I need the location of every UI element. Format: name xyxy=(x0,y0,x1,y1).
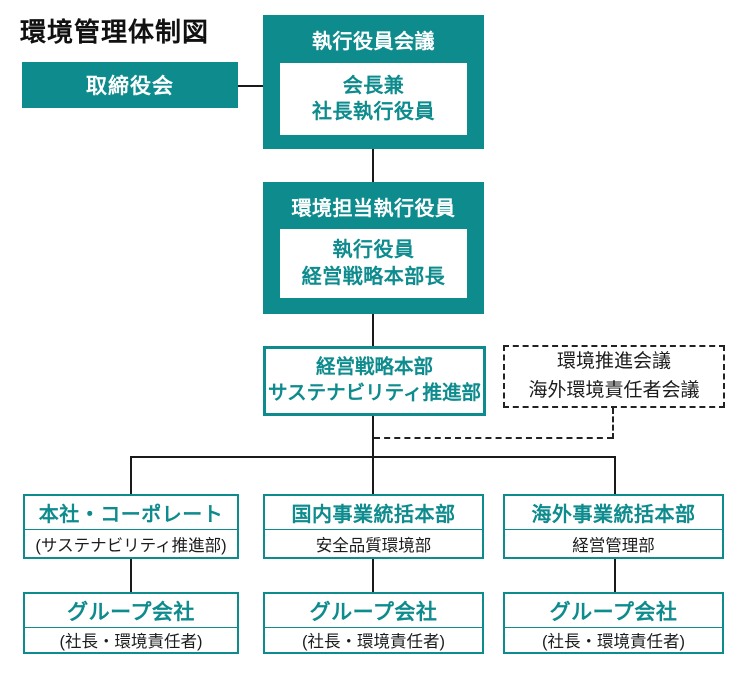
environment-executive-role-line1: 執行役員 xyxy=(332,239,415,262)
strategy-division-line2: サステナビリティ推進部 xyxy=(268,382,481,404)
environment-executive-title: 環境担当執行役員 xyxy=(291,197,456,220)
councils-line2: 海外環境責任者会議 xyxy=(528,379,700,401)
board-label: 取締役会 xyxy=(86,75,174,98)
node-branch-headquarters: 本社・コーポレート (サステナビリティ推進部) xyxy=(23,494,239,559)
node-group-company-2: グループ会社 (社長・環境責任者) xyxy=(263,592,484,654)
connector-branch3-to-group3 xyxy=(614,559,616,592)
connector-board-to-exec xyxy=(238,85,263,87)
connector-drop-branch-1 xyxy=(130,456,132,494)
group-company-1-title: グループ会社 xyxy=(25,594,237,628)
branch-overseas-title: 海外事業統括本部 xyxy=(505,496,722,530)
page-title: 環境管理体制図 xyxy=(20,17,210,47)
councils-line1: 環境推進会議 xyxy=(556,351,671,372)
node-environment-executive: 環境担当執行役員 執行役員 経営戦略本部長 xyxy=(263,182,484,314)
connector-strategy-to-branches xyxy=(372,416,374,494)
node-group-company-3: グループ会社 (社長・環境責任者) xyxy=(503,592,724,654)
strategy-division-line1: 経営戦略本部 xyxy=(315,356,433,379)
node-branch-overseas: 海外事業統括本部 経営管理部 xyxy=(503,494,724,559)
executive-meeting-role: 会長兼 社長執行役員 xyxy=(280,63,467,135)
node-branch-domestic: 国内事業統括本部 安全品質環境部 xyxy=(263,494,484,559)
group-company-2-subtitle: (社長・環境責任者) xyxy=(302,633,445,651)
group-company-3-title: グループ会社 xyxy=(505,594,722,628)
connector-drop-branch-3 xyxy=(614,456,616,494)
branch-domestic-subtitle: 安全品質環境部 xyxy=(315,536,432,555)
environment-executive-role: 執行役員 経営戦略本部長 xyxy=(280,229,467,298)
dashed-connector-council-vertical xyxy=(612,408,614,439)
connector-branch1-to-group1 xyxy=(130,559,132,592)
connector-envexec-to-strategy xyxy=(372,314,374,346)
node-board-of-directors: 取締役会 xyxy=(22,62,238,108)
group-company-3-subtitle: (社長・環境責任者) xyxy=(542,633,685,651)
connector-exec-to-envexec xyxy=(372,149,374,182)
executive-meeting-title: 執行役員会議 xyxy=(312,30,435,53)
connector-branch-bus xyxy=(130,456,616,458)
branch-headquarters-subtitle: (サステナビリティ推進部) xyxy=(35,536,227,555)
executive-meeting-role-line1: 会長兼 xyxy=(342,74,405,97)
node-group-company-1: グループ会社 (社長・環境責任者) xyxy=(23,592,239,654)
branch-overseas-subtitle: 経営管理部 xyxy=(572,536,655,555)
connector-branch2-to-group2 xyxy=(372,559,374,592)
node-executive-officers-meeting: 執行役員会議 会長兼 社長執行役員 xyxy=(263,15,484,149)
branch-domestic-title: 国内事業統括本部 xyxy=(265,496,482,530)
dashed-connector-council-horizontal xyxy=(374,437,613,439)
executive-meeting-role-line2: 社長執行役員 xyxy=(312,101,435,123)
environment-executive-role-line2: 経営戦略本部長 xyxy=(301,265,446,288)
group-company-2-title: グループ会社 xyxy=(265,594,482,628)
branch-headquarters-title: 本社・コーポレート xyxy=(25,496,237,530)
node-environment-councils: 環境推進会議 海外環境責任者会議 xyxy=(503,345,725,408)
group-company-1-subtitle: (社長・環境責任者) xyxy=(59,633,203,651)
node-strategy-division: 経営戦略本部 サステナビリティ推進部 xyxy=(263,346,486,416)
